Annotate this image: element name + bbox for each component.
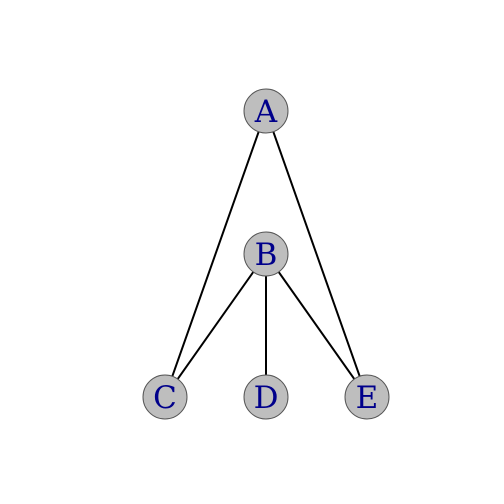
node-circle — [344, 374, 390, 420]
edge-a-c — [164, 110, 267, 398]
edges-layer — [164, 110, 368, 398]
node-label: D — [254, 380, 279, 416]
node-e: E — [344, 374, 390, 420]
node-c: C — [142, 374, 188, 420]
node-label: E — [356, 380, 379, 416]
node-circle — [243, 374, 289, 420]
edge-b-e — [265, 253, 368, 398]
node-d: D — [243, 374, 289, 420]
node-label: A — [254, 94, 278, 130]
node-a: A — [243, 88, 289, 134]
node-label: C — [153, 380, 177, 416]
node-circle — [243, 231, 289, 277]
nodes-layer: A B C D E — [142, 88, 390, 420]
edge-a-e — [265, 110, 368, 398]
edge-b-c — [164, 253, 267, 398]
node-label: B — [255, 237, 278, 273]
node-b: B — [243, 231, 289, 277]
node-circle — [243, 88, 289, 134]
node-circle — [142, 374, 188, 420]
